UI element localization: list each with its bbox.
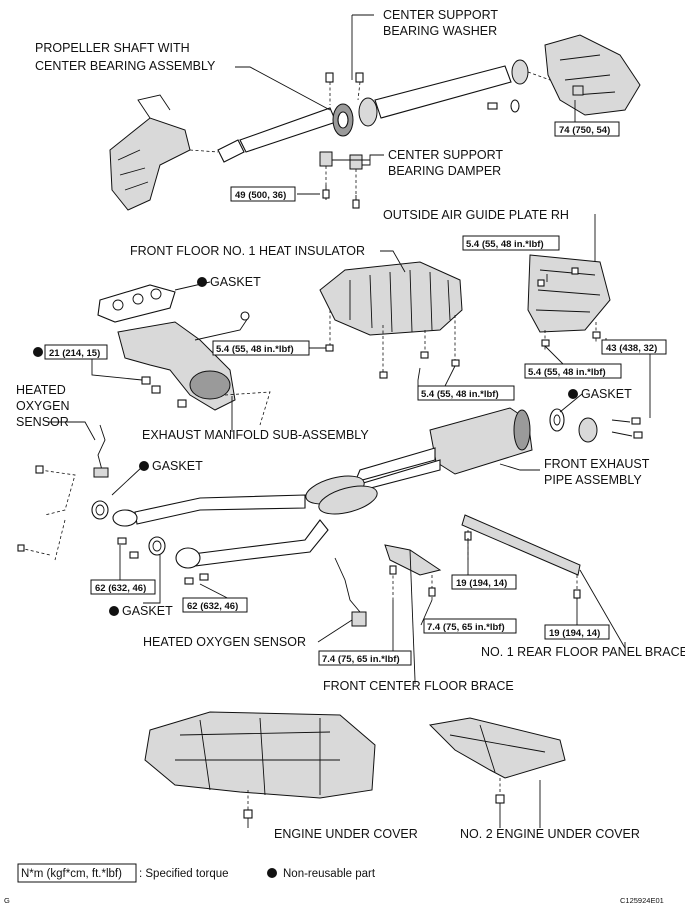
torque-43: 43 (438, 32) [606, 343, 657, 354]
label-center-support-bearing-damper-1: CENTER SUPPORT [388, 148, 503, 162]
label-heated-oxygen-sensor-upper-2: OXYGEN [16, 399, 70, 413]
label-heated-oxygen-sensor-upper-3: SENSOR [16, 415, 69, 429]
label-gasket-rear: GASKET [581, 387, 632, 401]
braces-drawing [384, 514, 626, 681]
label-propeller-shaft-1: PROPELLER SHAFT WITH [35, 41, 190, 55]
label-heated-oxygen-sensor-lower: HEATED OXYGEN SENSOR [143, 635, 306, 649]
label-exhaust-manifold: EXHAUST MANIFOLD SUB-ASSEMBLY [142, 428, 369, 442]
non-reusable-bullet-icon [568, 389, 578, 399]
leader-lines [48, 14, 651, 828]
heat-insulator-drawing [319, 254, 611, 379]
legend-torque-unit: N*m (kgf*cm, ft.*lbf) [21, 868, 122, 880]
engine-under-covers-drawing [144, 711, 566, 819]
label-outside-air-guide-plate: OUTSIDE AIR GUIDE PLATE RH [383, 208, 569, 222]
label-front-exhaust-pipe-2: PIPE ASSEMBLY [544, 473, 642, 487]
label-rear-floor-panel-brace: NO. 1 REAR FLOOR PANEL BRACE [481, 645, 685, 659]
label-propeller-shaft-2: CENTER BEARING ASSEMBLY [35, 59, 216, 73]
label-front-floor-heat-insulator: FRONT FLOOR NO. 1 HEAT INSULATOR [130, 244, 365, 258]
label-no2-engine-under-cover: NO. 2 ENGINE UNDER COVER [460, 827, 640, 841]
label-center-support-bearing-washer-1: CENTER SUPPORT [383, 8, 498, 22]
torque-21: 21 (214, 15) [49, 348, 100, 359]
propeller-shaft-drawing [109, 34, 641, 211]
label-gasket-manifold: GASKET [210, 275, 261, 289]
non-reusable-bullet-icon [109, 606, 119, 616]
torque-19-b: 19 (194, 14) [549, 628, 600, 639]
non-reusable-bullet-icon [33, 347, 43, 357]
footer: G C125924E01 [4, 896, 664, 905]
non-reusable-bullet-icon [197, 277, 207, 287]
footer-left-mark: G [4, 896, 10, 905]
label-front-exhaust-pipe-1: FRONT EXHAUST [544, 457, 650, 471]
front-exhaust-pipe-drawing [17, 407, 643, 627]
non-reusable-bullet-icon [139, 461, 149, 471]
label-front-center-floor-brace: FRONT CENTER FLOOR BRACE [323, 679, 514, 693]
figure-code: C125924E01 [620, 896, 664, 905]
torque-5-4-c: 5.4 (55, 48 in.*lbf) [421, 389, 499, 400]
label-heated-oxygen-sensor-upper-1: HEATED [16, 383, 66, 397]
label-engine-under-cover: ENGINE UNDER COVER [274, 827, 418, 841]
legend: N*m (kgf*cm, ft.*lbf) : Specified torque… [17, 863, 376, 883]
torque-7-4-a: 7.4 (75, 65 in.*lbf) [427, 622, 505, 633]
label-gasket-pipe-front: GASKET [152, 459, 203, 473]
legend-nonreusable-desc: Non-reusable part [283, 868, 376, 880]
torque-62-b: 62 (632, 46) [187, 601, 238, 612]
exhaust-manifold-drawing [97, 284, 271, 426]
torque-5-4-d: 5.4 (55, 48 in.*lbf) [528, 367, 606, 378]
label-center-support-bearing-damper-2: BEARING DAMPER [388, 164, 501, 178]
label-center-support-bearing-washer-2: BEARING WASHER [383, 24, 497, 38]
torque-specs: 74 (750, 54) 49 (500, 36) 5.4 (55, 48 in… [33, 121, 667, 666]
torque-62-a: 62 (632, 46) [95, 583, 146, 594]
torque-19-a: 19 (194, 14) [456, 578, 507, 589]
torque-49: 49 (500, 36) [235, 190, 286, 201]
torque-7-4-b: 7.4 (75, 65 in.*lbf) [322, 654, 400, 665]
non-reusable-bullet-icon [267, 868, 277, 878]
label-gasket-pipe-lower: GASKET [122, 604, 173, 618]
part-labels: CENTER SUPPORT BEARING WASHER PROPELLER … [16, 8, 685, 841]
torque-5-4-b: 5.4 (55, 48 in.*lbf) [216, 344, 294, 355]
torque-74: 74 (750, 54) [559, 125, 610, 136]
legend-torque-desc: : Specified torque [139, 868, 229, 880]
torque-5-4-a: 5.4 (55, 48 in.*lbf) [466, 239, 544, 250]
